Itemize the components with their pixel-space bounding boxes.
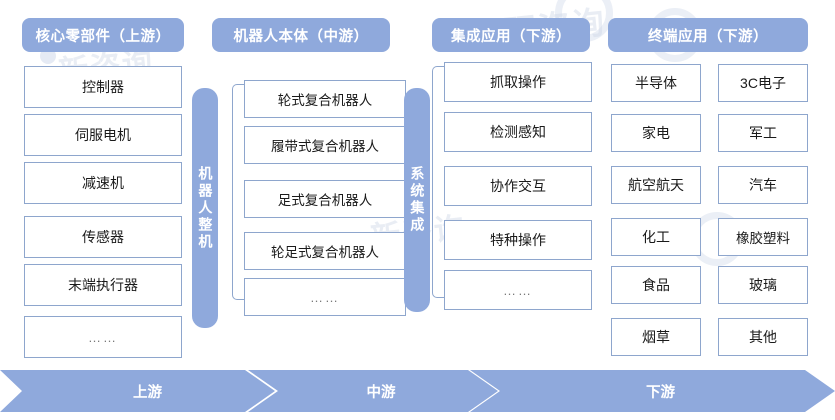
node-label: 橡胶塑料 [736,231,790,246]
vertical-label-text: 系统集成 [409,166,426,234]
node-label: 检测感知 [490,124,546,140]
column-header-downstream-integrated-application: 集成应用（下游） [432,18,590,52]
node-label: 末端执行器 [68,277,138,293]
node-label: 履带式复合机器人 [271,139,379,154]
vertical-label-robot-whole-machine: 机器人整机 [192,88,218,328]
node-label: 传感器 [82,229,124,245]
node-more-upstream[interactable]: …… [24,316,182,358]
node-label: 烟草 [642,329,670,345]
header-label: 核心零部件（上游） [35,28,171,45]
node-tracked-composite-robot[interactable]: 履带式复合机器人 [244,126,406,164]
flow-arrow-downstream[interactable]: 下游 [470,370,835,412]
node-tobacco[interactable]: 烟草 [611,318,701,356]
node-label: 玻璃 [749,277,777,293]
node-aerospace[interactable]: 航空航天 [611,166,701,204]
node-label: 3C电子 [740,75,786,91]
node-glass[interactable]: 玻璃 [718,266,808,304]
node-label: 家电 [642,125,670,141]
node-label: 航空航天 [628,177,684,193]
node-label: 减速机 [82,175,124,191]
node-label: 伺服电机 [75,127,131,143]
node-rubber-plastic[interactable]: 橡胶塑料 [718,218,808,256]
vertical-label-text: 机器人整机 [197,165,214,251]
node-other[interactable]: 其他 [718,318,808,356]
flow-arrow-midstream[interactable]: 中游 [248,370,498,412]
node-home-appliance[interactable]: 家电 [611,114,701,152]
header-label: 集成应用（下游） [451,28,571,45]
flow-arrow-label: 中游 [366,384,396,401]
node-wheeled-composite-robot[interactable]: 轮式复合机器人 [244,80,406,118]
node-wheel-legged-composite-robot[interactable]: 轮足式复合机器人 [244,232,406,270]
node-controller[interactable]: 控制器 [24,66,182,108]
node-label: 抓取操作 [490,74,546,90]
column-header-upstream-core-components: 核心零部件（上游） [22,18,184,52]
node-military[interactable]: 军工 [718,114,808,152]
node-label: 半导体 [635,75,677,91]
node-chemical[interactable]: 化工 [611,218,701,256]
node-label: …… [310,289,340,305]
column-header-midstream-robot-body: 机器人本体（中游） [212,18,390,52]
value-chain-flow-bar: 上游 中游 下游 [0,370,835,412]
node-label: 军工 [749,125,777,141]
header-label: 机器人本体（中游） [233,28,369,45]
node-automotive[interactable]: 汽车 [718,166,808,204]
node-semiconductor[interactable]: 半导体 [611,64,701,102]
vertical-label-system-integration: 系统集成 [404,88,430,312]
node-label: 汽车 [749,177,777,193]
node-sensor[interactable]: 传感器 [24,216,182,258]
node-food[interactable]: 食品 [611,266,701,304]
flow-arrow-upstream[interactable]: 上游 [0,370,275,412]
node-special-operation[interactable]: 特种操作 [444,220,592,260]
node-label: 控制器 [82,79,124,95]
node-more-midstream[interactable]: …… [244,278,406,316]
node-servo-motor[interactable]: 伺服电机 [24,114,182,156]
node-label: …… [503,282,533,298]
node-label: 轮足式复合机器人 [271,245,379,260]
node-grasping-operation[interactable]: 抓取操作 [444,62,592,102]
node-more-integrated[interactable]: …… [444,270,592,310]
node-3c-electronics[interactable]: 3C电子 [718,64,808,102]
flow-arrow-label: 下游 [646,384,675,401]
node-detection-sensing[interactable]: 检测感知 [444,112,592,152]
node-collaborative-interaction[interactable]: 协作交互 [444,166,592,206]
node-label: 化工 [642,229,670,245]
node-label: 轮式复合机器人 [277,93,373,108]
node-label: …… [88,329,118,345]
node-reducer[interactable]: 减速机 [24,162,182,204]
flow-arrow-label: 上游 [133,384,162,401]
node-label: 足式复合机器人 [277,193,373,208]
node-legged-composite-robot[interactable]: 足式复合机器人 [244,180,406,218]
node-label: 协作交互 [490,178,546,194]
header-label: 终端应用（下游） [648,28,768,45]
node-label: 其他 [749,329,777,345]
node-end-effector[interactable]: 末端执行器 [24,264,182,306]
node-label: 食品 [642,277,670,293]
node-label: 特种操作 [490,232,546,248]
bracket-downstream-integrated [432,66,446,298]
bracket-midstream [232,84,246,300]
column-header-downstream-terminal-application: 终端应用（下游） [608,18,808,52]
